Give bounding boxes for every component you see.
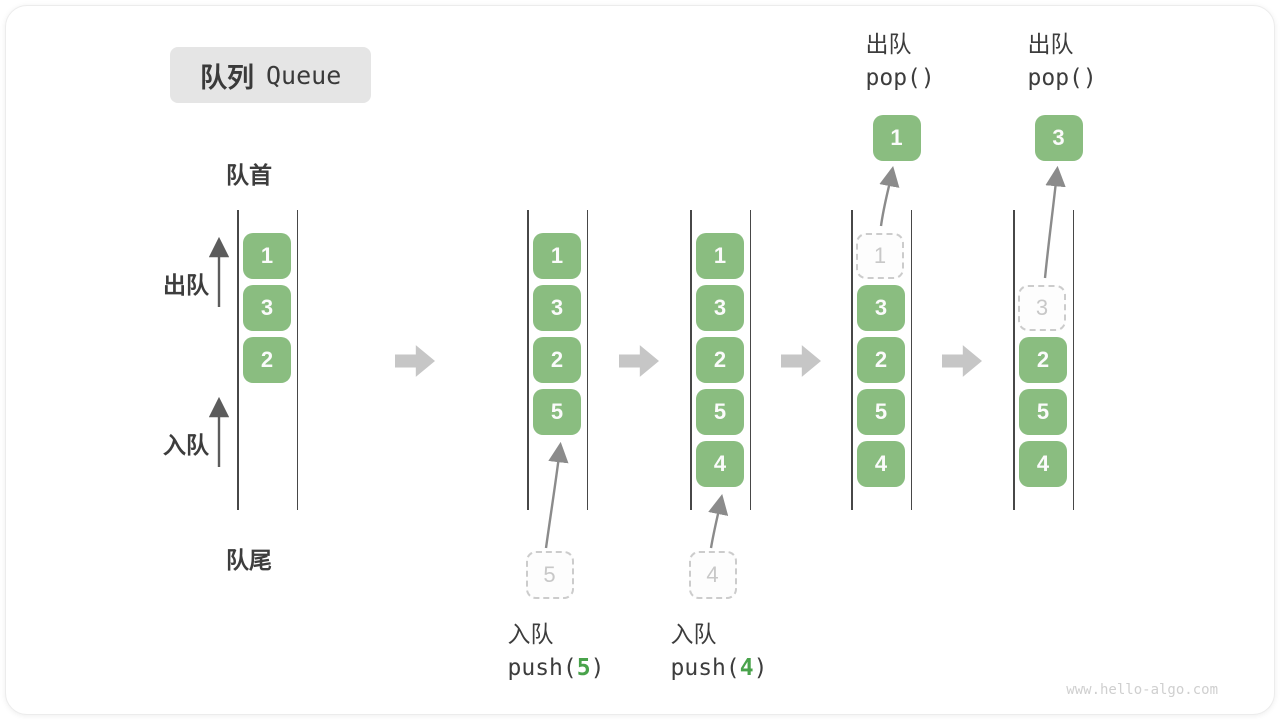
queue-rail-right [296, 210, 298, 510]
queue-item: 5 [857, 389, 905, 435]
push-label-zh: 入队 [507, 621, 554, 647]
queue-column-state-after-push-5: 1 3 2 5 [527, 210, 588, 510]
queue-item: 5 [533, 389, 581, 435]
queue-item: 5 [1019, 389, 1067, 435]
pop-label-zh: 出队 [1027, 31, 1074, 57]
popped-item: 1 [872, 115, 921, 161]
queue-item: 4 [696, 441, 744, 487]
queue-item: 2 [533, 337, 581, 383]
title-en: Queue [266, 60, 342, 90]
title-badge: 队列 Queue [170, 47, 372, 103]
pop-label: 出队 pop() [1028, 27, 1097, 95]
queue-item: 3 [696, 285, 744, 331]
queue-rail-left [851, 210, 853, 510]
push-label-code: push(4) [670, 655, 768, 681]
popped-item: 3 [1034, 115, 1083, 161]
push-arg-number: 5 [576, 655, 591, 681]
queue-rail-left [690, 210, 692, 510]
queue-column-state-after-push-4: 1 3 2 5 4 [690, 210, 751, 510]
label-queue-front: 队首 [226, 162, 272, 188]
incoming-item: 5 [525, 551, 574, 599]
queue-item: 1 [533, 233, 581, 279]
pop-label-code: pop() [1027, 65, 1097, 91]
pop-label-zh: 出队 [865, 31, 912, 57]
title-zh: 队列 [200, 62, 254, 93]
push-label: 入队 push(5) [508, 617, 605, 685]
label-queue-rear: 队尾 [226, 547, 272, 573]
queue-rail-right [749, 210, 751, 510]
queue-rail-right [1072, 210, 1074, 510]
queue-rail-left [1013, 210, 1015, 510]
queue-rail-left [237, 210, 239, 510]
push-label-zh: 入队 [670, 621, 717, 647]
queue-column-state-after-pop-1: 1 3 2 5 4 [851, 210, 912, 510]
queue-rail-right [910, 210, 912, 510]
push-label-code: push(5) [507, 655, 605, 681]
queue-item: 2 [857, 337, 905, 383]
queue-rail-left [527, 210, 529, 510]
queue-item: 1 [243, 233, 291, 279]
queue-item: 3 [857, 285, 905, 331]
queue-item: 2 [1019, 337, 1067, 383]
pop-label: 出队 pop() [866, 27, 935, 95]
queue-column-state-initial: 1 3 2 [237, 210, 298, 510]
label-dequeue-side: 出队 [163, 272, 209, 298]
incoming-item: 4 [688, 551, 737, 599]
queue-item: 1 [696, 233, 744, 279]
watermark: www.hello-algo.com [1066, 682, 1218, 698]
queue-item-removed: 1 [856, 233, 904, 279]
queue-item: 4 [1019, 441, 1067, 487]
push-arg-number: 4 [739, 655, 754, 681]
push-label: 入队 push(4) [671, 617, 768, 685]
label-enqueue-side: 入队 [163, 432, 209, 458]
queue-item: 3 [533, 285, 581, 331]
queue-item: 5 [696, 389, 744, 435]
queue-item: 4 [857, 441, 905, 487]
queue-item: 2 [696, 337, 744, 383]
queue-rail-right [586, 210, 588, 510]
queue-column-state-after-pop-3: 3 2 5 4 [1013, 210, 1074, 510]
queue-item-removed: 3 [1018, 285, 1066, 331]
queue-item: 2 [243, 337, 291, 383]
queue-item: 3 [243, 285, 291, 331]
pop-label-code: pop() [865, 65, 935, 91]
